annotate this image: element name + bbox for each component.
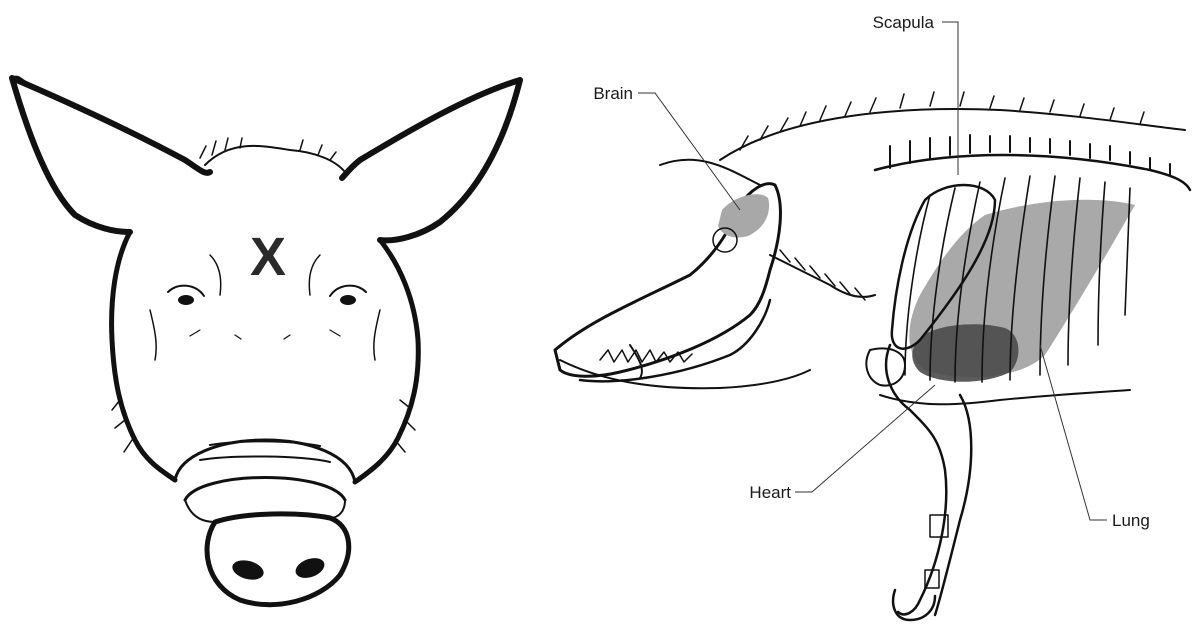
lung-label: Lung	[1112, 511, 1150, 530]
brain-leader	[638, 93, 740, 210]
heart-region	[912, 324, 1018, 382]
right-cheek	[355, 240, 418, 482]
left-nostril	[230, 557, 266, 583]
right-nostril	[293, 554, 327, 581]
right-eye	[340, 295, 356, 305]
neck-vertebrae	[770, 255, 875, 297]
left-eye	[178, 295, 194, 305]
lung-leader	[1040, 345, 1107, 520]
jaw	[580, 300, 770, 381]
nose-disc	[207, 514, 349, 605]
hoof	[893, 590, 935, 620]
brain-label: Brain	[593, 84, 633, 103]
front-leg	[886, 345, 971, 615]
left-ear	[12, 78, 210, 232]
snout	[175, 440, 355, 500]
heart-leader	[795, 385, 935, 492]
right-ear	[342, 80, 520, 240]
spine	[875, 155, 1190, 190]
scapula-label: Scapula	[873, 13, 935, 32]
pig-side-view: Scapula Brain Heart Lung	[555, 13, 1190, 620]
heart-label: Heart	[749, 483, 791, 502]
left-cheek	[112, 232, 175, 480]
back-mane	[720, 109, 1185, 160]
brain-region	[718, 194, 769, 237]
pig-head-front-view: X	[12, 77, 520, 605]
target-mark: X	[250, 227, 286, 287]
head-top	[205, 146, 345, 172]
